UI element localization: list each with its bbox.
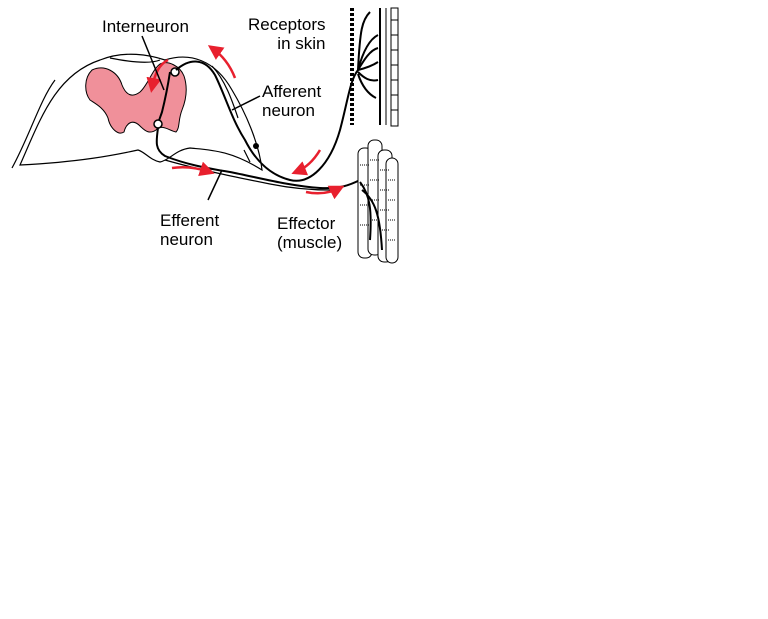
efferent-line-1: Efferent — [160, 211, 220, 230]
afferent-label: Afferent neuron — [262, 82, 321, 120]
receptors-line-2: in skin — [277, 34, 326, 53]
efferent-line-2: neuron — [160, 230, 213, 249]
afferent-leader — [231, 95, 261, 111]
effector-label: Effector (muscle) — [277, 214, 342, 252]
afferent-line-1: Afferent — [262, 82, 322, 101]
efferent-label: Efferent neuron — [160, 211, 219, 249]
leader-lines — [141, 35, 261, 201]
afferent-neuron-path — [175, 60, 359, 182]
efferent-leader — [207, 169, 223, 201]
skin-receptors — [350, 7, 399, 127]
interneuron-text: Interneuron — [102, 17, 189, 36]
receptors-line-1: Receptors — [248, 15, 326, 34]
receptors-label: Receptors in skin — [248, 15, 325, 53]
muscle-effector — [357, 139, 399, 264]
effector-line-1: Effector — [277, 214, 336, 233]
direction-arrows — [146, 45, 345, 200]
afferent-line-2: neuron — [262, 101, 315, 120]
spinal-cord — [11, 53, 263, 172]
effector-line-2: (muscle) — [277, 233, 343, 252]
interneuron-label: Interneuron — [102, 17, 189, 36]
interneuron-leader — [141, 35, 165, 91]
